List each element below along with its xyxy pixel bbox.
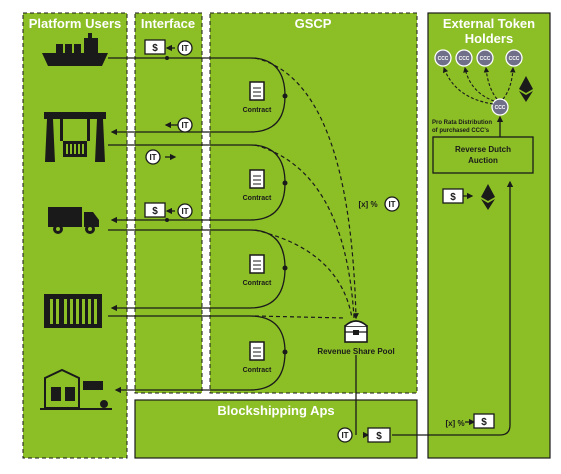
svg-text:$: $	[450, 192, 456, 203]
svg-text:$: $	[152, 206, 158, 217]
svg-text:CCC: CCC	[480, 56, 491, 62]
ethereum-icon	[519, 76, 533, 102]
it-token: IT	[177, 40, 193, 56]
contract-icon	[249, 341, 265, 361]
truck-icon	[48, 207, 99, 234]
svg-text:IT: IT	[149, 153, 156, 162]
percent-share-label: [x] %	[358, 200, 377, 209]
reverse-dutch-auction-box	[432, 136, 534, 174]
svg-text:IT: IT	[181, 207, 188, 216]
dollar-note: $	[442, 188, 464, 204]
svg-text:IT: IT	[388, 200, 395, 209]
svg-text:$: $	[481, 417, 487, 428]
pro-rata-label-line2: of purchased CCC's	[432, 128, 490, 134]
svg-text:$: $	[152, 43, 158, 54]
svg-text:IT: IT	[181, 44, 188, 53]
contract-icon	[249, 169, 265, 189]
contract-label: Contract	[243, 280, 272, 287]
it-token: IT	[177, 117, 193, 133]
reverse-dutch-label-line1: Reverse Dutch	[455, 145, 511, 154]
percent-share-label: [x] %	[445, 419, 464, 428]
contract-label: Contract	[243, 367, 272, 374]
blockshipping-aps-title: Blockshipping Aps	[217, 403, 334, 418]
pro-rata-label-line1: Pro Rata Distribution	[432, 120, 492, 126]
contract-icon	[249, 254, 265, 274]
dollar-note: $	[144, 39, 166, 55]
contract-label: Contract	[243, 195, 272, 202]
dollar-note: $	[144, 202, 166, 218]
ethereum-icon	[481, 184, 495, 210]
dollar-note: $	[367, 427, 391, 443]
dollar-note: $	[473, 413, 495, 429]
it-token: IT	[337, 427, 353, 443]
distribution-arrows	[442, 66, 516, 105]
external-holders-title-line2: Holders	[465, 31, 513, 46]
svg-text:CCC: CCC	[495, 105, 506, 111]
platform-users-title: Platform Users	[29, 16, 121, 31]
ccc-token: CCC	[476, 49, 494, 67]
gscp-title: GSCP	[295, 16, 332, 31]
svg-text:CCC: CCC	[459, 56, 470, 62]
svg-text:$: $	[376, 431, 382, 442]
svg-text:CCC: CCC	[509, 56, 520, 62]
treasure-chest-icon	[344, 320, 368, 343]
external-holders-column	[427, 12, 551, 459]
it-token: IT	[145, 149, 161, 165]
svg-text:IT: IT	[341, 431, 348, 440]
contract-label: Contract	[243, 107, 272, 114]
it-token: IT	[384, 196, 400, 212]
factory-icon	[40, 368, 112, 410]
connection-dots	[165, 56, 288, 355]
external-holders-title-line1: External Token	[443, 16, 535, 31]
crane-icon	[44, 112, 106, 162]
ccc-token: CCC	[505, 49, 523, 67]
warehouse-icon	[44, 294, 102, 328]
svg-text:IT: IT	[181, 121, 188, 130]
ship-icon	[42, 33, 108, 66]
contract-icon	[249, 81, 265, 101]
reverse-dutch-label-line2: Auction	[468, 156, 498, 165]
it-token: IT	[177, 203, 193, 219]
revenue-share-pool-label: Revenue Share Pool	[317, 347, 394, 356]
dashed-flow-lines	[254, 57, 359, 320]
ccc-token: CCC	[455, 49, 473, 67]
interface-arrows	[164, 44, 476, 439]
ccc-token: CCC	[434, 49, 452, 67]
gscp-column	[209, 12, 418, 394]
ccc-token: CCC	[491, 98, 509, 116]
platform-users-column	[22, 12, 128, 459]
svg-text:CCC: CCC	[438, 56, 449, 62]
interface-title: Interface	[141, 16, 195, 31]
